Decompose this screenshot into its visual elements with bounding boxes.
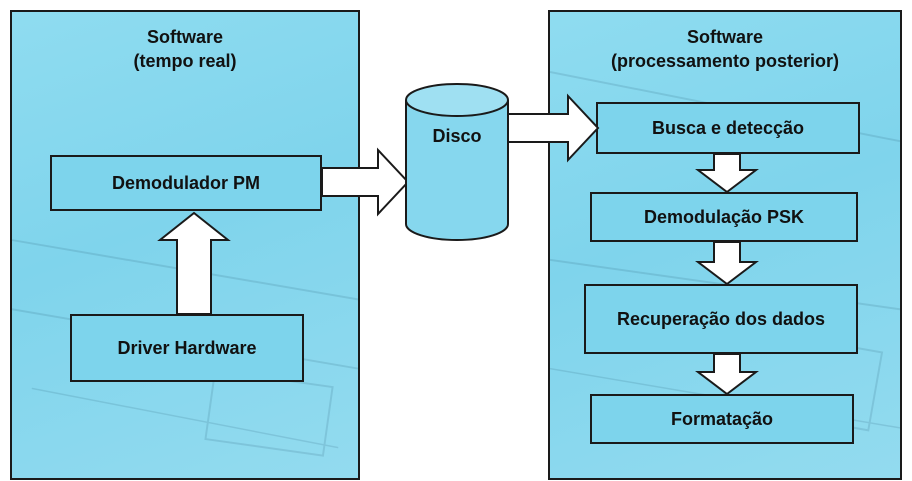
right-panel-title-line2: (processamento posterior) [610,51,840,71]
right-panel-title-line1: Software [686,27,764,47]
down-arrow-1 [695,153,759,194]
driver-hardware-box: Driver Hardware [70,314,304,382]
demodulator-pm-box: Demodulador PM [50,155,322,211]
data-recovery-box: Recuperação dos dados [584,284,858,354]
right-arrow-to-search [507,93,600,163]
disk-cylinder-icon [405,83,509,241]
formatting-box: Formatação [590,394,854,444]
up-arrow [157,211,231,315]
disk-label: Disco [432,126,482,146]
down-arrow-2 [695,241,759,286]
left-panel-title-line2: (tempo real) [133,51,237,71]
left-panel-realtime-software: Software (tempo real) [10,10,360,480]
down-arrow-3 [695,353,759,396]
right-arrow-to-disk [321,147,410,217]
left-panel-title-line1: Software [146,27,224,47]
search-detection-box: Busca e detecção [596,102,860,154]
